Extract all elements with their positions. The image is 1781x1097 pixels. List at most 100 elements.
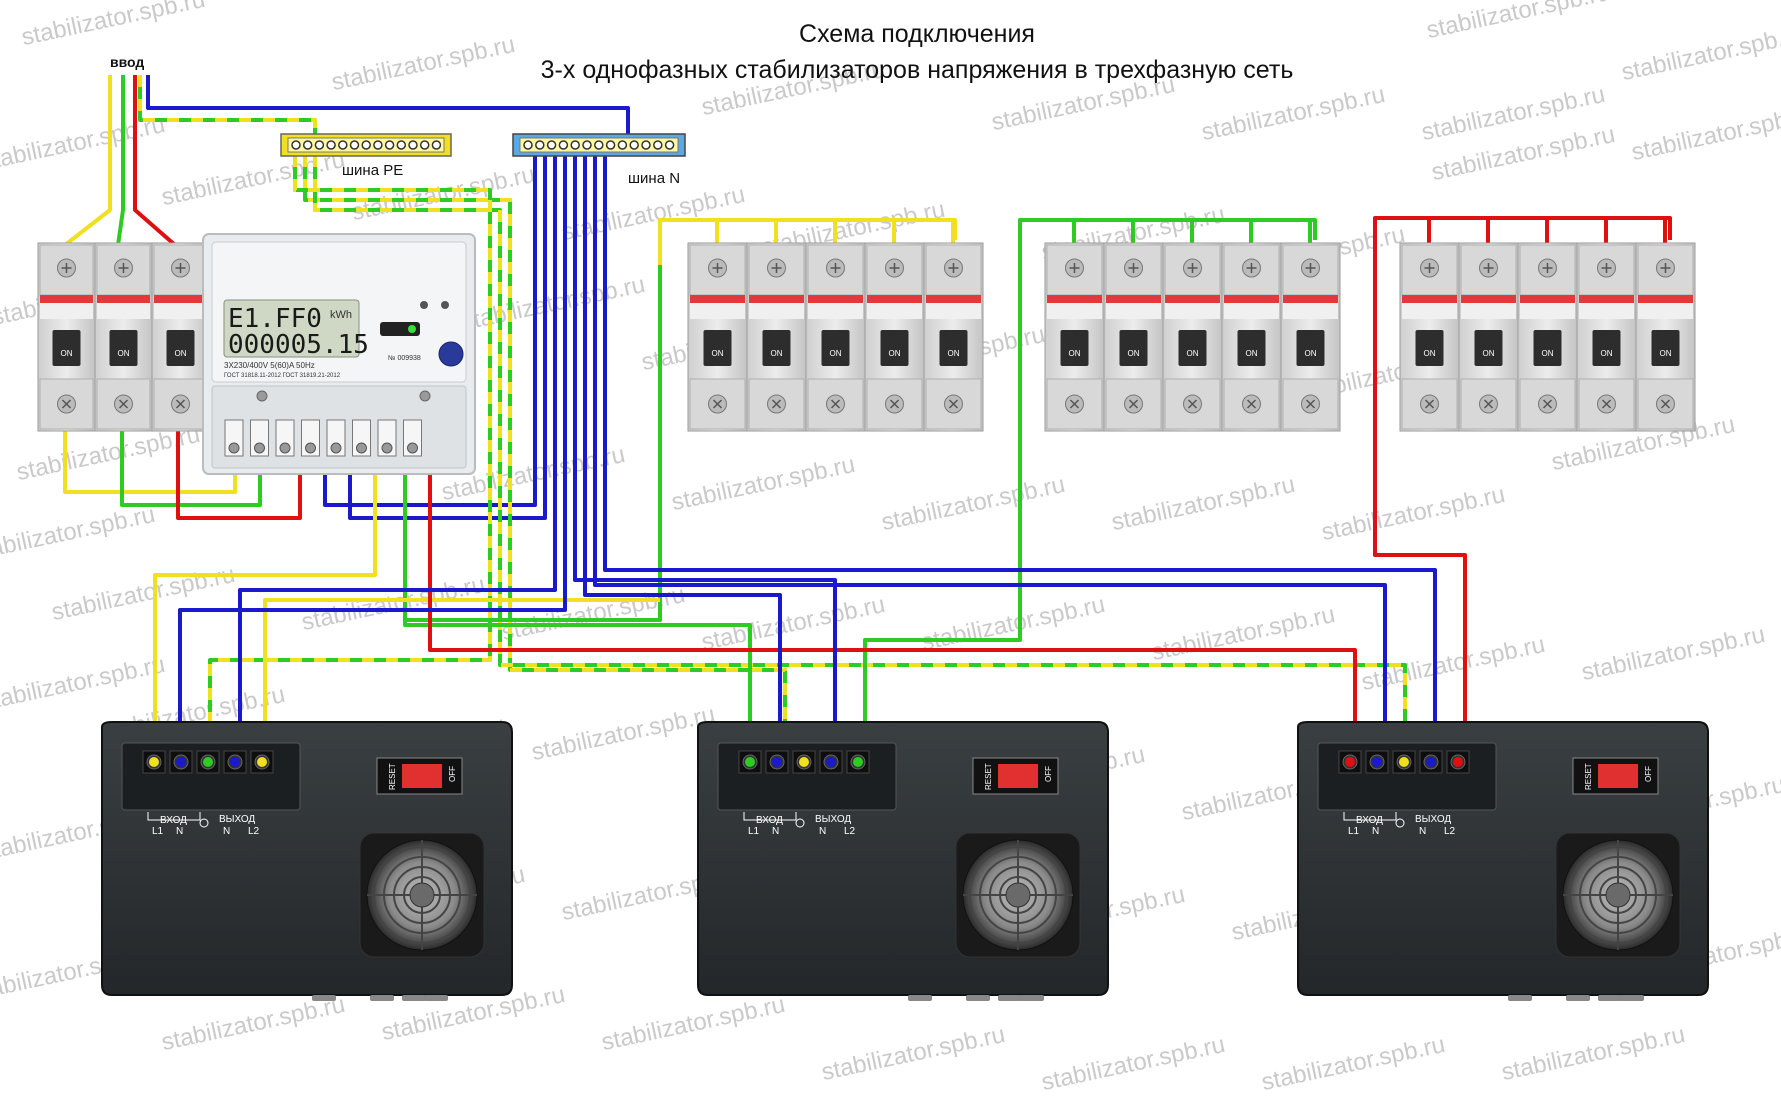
- breaker-on-label: ON: [1424, 349, 1436, 358]
- stabilizer-output-label: ВЫХОД: [815, 814, 851, 825]
- breaker-on-label: ON: [1187, 349, 1199, 358]
- breaker-toggle[interactable]: [703, 330, 732, 366]
- power-switch[interactable]: [402, 764, 442, 788]
- stabilizer-terminal-n-out: N: [223, 826, 230, 837]
- breaker-group-c-pole: ON: [1458, 242, 1519, 432]
- ground-symbol-icon: [199, 818, 209, 828]
- breaker-on-label: ON: [1069, 349, 1081, 358]
- stabilizer-terminal-l1: L1: [748, 826, 760, 837]
- terminal-wire-end: [1345, 757, 1355, 767]
- breaker-group-b-pole: ON: [1162, 242, 1223, 432]
- breaker-on-label: ON: [712, 349, 724, 358]
- stabilizer-terminal-l2: L2: [844, 826, 856, 837]
- meter-terminal: [254, 442, 265, 454]
- meter-terminal: [228, 442, 240, 454]
- breaker-on-label: ON: [1601, 349, 1613, 358]
- power-switch[interactable]: [998, 764, 1038, 788]
- breaker-toggle[interactable]: [1474, 330, 1503, 366]
- meter-standard: ГОСТ 31818.11-2012 ГОСТ 31819.21-2012: [224, 373, 341, 379]
- breaker-toggle[interactable]: [1178, 330, 1207, 366]
- breaker-toggle[interactable]: [166, 330, 195, 366]
- breaker-toggle[interactable]: [762, 330, 791, 366]
- terminal-wire-end: [1426, 757, 1436, 767]
- off-label: OFF: [1044, 766, 1053, 782]
- breaker-toggle[interactable]: [1415, 330, 1444, 366]
- terminal-wire-end: [176, 757, 186, 767]
- meter-button[interactable]: [438, 341, 464, 367]
- terminal-wire-end: [1372, 757, 1382, 767]
- stabilizer-input-label: ВХОД: [1356, 815, 1383, 826]
- stabilizer-terminal-n-out: N: [819, 826, 826, 837]
- stabilizer-terminal-n-in: N: [176, 826, 183, 837]
- terminal-wire-end: [257, 757, 267, 767]
- breaker-toggle[interactable]: [1060, 330, 1089, 366]
- breaker-toggle[interactable]: [1651, 330, 1680, 366]
- breaker-group-b-pole: ON: [1103, 242, 1164, 432]
- breaker-toggle[interactable]: [821, 330, 850, 366]
- stabilizer-input-label: ВХОД: [160, 815, 187, 826]
- stabilizer-output-label: ВЫХОД: [219, 814, 255, 825]
- diagram-title-line1: Схема подключения: [799, 20, 1035, 48]
- breaker-on-label: ON: [948, 349, 960, 358]
- terminal-wire-end: [230, 757, 240, 767]
- breaker-group-c-pole: ON: [1517, 242, 1578, 432]
- input-label: ввод: [110, 54, 144, 70]
- breaker-on-label: ON: [1305, 349, 1317, 358]
- breaker-toggle[interactable]: [880, 330, 909, 366]
- stabilizer-terminal-n-out: N: [1419, 826, 1426, 837]
- breaker-group-c-pole: ON: [1576, 242, 1637, 432]
- n-bus-label: шина N: [628, 170, 680, 187]
- breaker-toggle[interactable]: [52, 330, 81, 366]
- breaker-on-label: ON: [175, 349, 187, 358]
- breaker-group-a-pole: ON: [687, 242, 748, 432]
- stabilizer-terminal-l1: L1: [152, 826, 164, 837]
- breaker-group-b-pole: ON: [1044, 242, 1105, 432]
- meter-unit: kWh: [330, 309, 352, 321]
- meter-display-line2: 000005.15: [228, 330, 369, 360]
- pe-bus: [280, 133, 452, 157]
- off-label: OFF: [448, 766, 457, 782]
- stabilizer-terminal-l2: L2: [248, 826, 260, 837]
- meter-terminal: [305, 442, 316, 454]
- breaker-on-label: ON: [1660, 349, 1672, 358]
- breaker-on-label: ON: [771, 349, 783, 358]
- breaker-on-label: ON: [889, 349, 901, 358]
- breaker-group-c-pole: ON: [1635, 242, 1696, 432]
- breaker-on-label: ON: [1128, 349, 1140, 358]
- breaker-group-a-pole: ON: [864, 242, 925, 432]
- ground-symbol-icon: [1395, 818, 1405, 828]
- input-breaker-pole: ON: [151, 242, 210, 432]
- breaker-group-a-pole: ON: [805, 242, 866, 432]
- breaker-toggle[interactable]: [1296, 330, 1325, 366]
- terminal-wire-end: [772, 757, 782, 767]
- breaker-toggle[interactable]: [1592, 330, 1621, 366]
- input-breaker-pole: ON: [94, 242, 153, 432]
- breaker-group-c-pole: ON: [1399, 242, 1460, 432]
- terminal-wire-end: [1399, 757, 1409, 767]
- stabilizer-output-label: ВЫХОД: [1415, 814, 1451, 825]
- reset-label: RESET: [984, 763, 993, 790]
- electricity-meter: E1.FF0 000005.15 kWh 3X230/400V 5(60)A 5…: [202, 233, 476, 475]
- terminal-wire-end: [149, 757, 159, 767]
- breaker-toggle[interactable]: [1533, 330, 1562, 366]
- terminal-wire-end: [826, 757, 836, 767]
- ground-symbol-icon: [795, 818, 805, 828]
- meter-serial: № 009938: [388, 355, 421, 362]
- stabilizer-terminal-l1: L1: [1348, 826, 1360, 837]
- breaker-on-label: ON: [118, 349, 130, 358]
- stabilizer-terminal-l2: L2: [1444, 826, 1456, 837]
- n-bus: [512, 133, 686, 157]
- meter-terminal: [407, 442, 418, 454]
- breaker-toggle[interactable]: [1237, 330, 1266, 366]
- meter-terminal: [356, 442, 367, 454]
- breaker-on-label: ON: [61, 349, 73, 358]
- wires-layer: [63, 75, 1672, 760]
- breaker-toggle[interactable]: [1119, 330, 1148, 366]
- power-switch[interactable]: [1598, 764, 1638, 788]
- breaker-toggle[interactable]: [939, 330, 968, 366]
- meter-terminal: [330, 442, 342, 454]
- off-label: OFF: [1644, 766, 1653, 782]
- breaker-toggle[interactable]: [109, 330, 138, 366]
